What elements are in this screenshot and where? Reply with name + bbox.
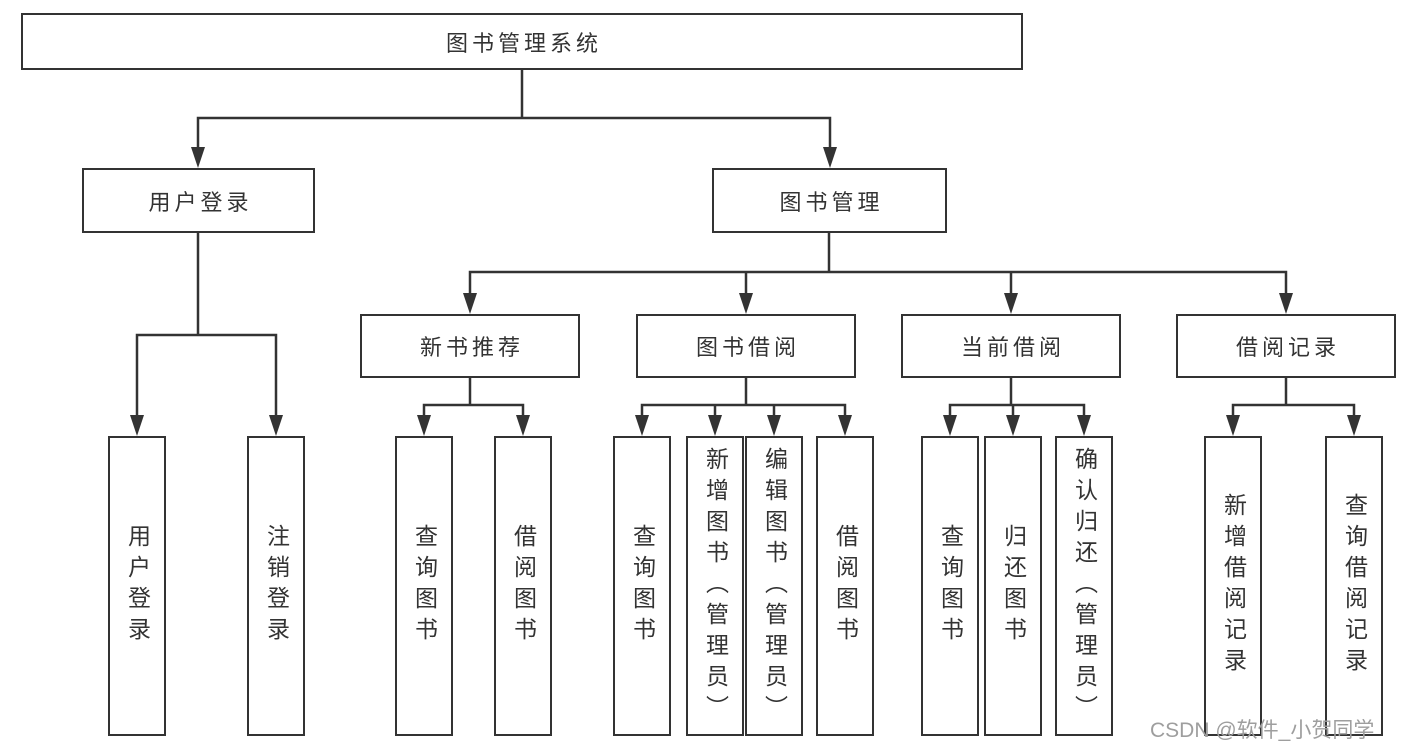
- leaf-user-login: 用户登录: [108, 436, 166, 736]
- csdn-watermark: CSDN @软件_小贺同学: [1150, 719, 1375, 742]
- leaf-label: 查询图书: [411, 524, 438, 648]
- node-label: 图书管理系统: [445, 30, 602, 56]
- node-root-system: 图书管理系统: [21, 13, 1023, 70]
- connector: [463, 231, 1293, 314]
- node-borrow-records: 借阅记录: [1176, 314, 1396, 378]
- leaf-label: 注销登录: [263, 524, 290, 648]
- node-label: 借阅记录: [1235, 335, 1340, 360]
- leaf-label: 查询图书: [629, 524, 656, 648]
- leaf-label: 归还图书: [1000, 524, 1027, 648]
- node-user-login-module: 用户登录: [82, 168, 315, 233]
- leaf-add-book-admin: 新增图书（管理员）: [686, 436, 744, 736]
- connector: [130, 231, 283, 436]
- leaf-label: 查询借阅记录: [1341, 493, 1368, 679]
- node-current-borrowing: 当前借阅: [901, 314, 1121, 378]
- connector: [1226, 376, 1361, 436]
- leaf-label: 新增图书（管理员）: [702, 446, 729, 726]
- connector: [417, 376, 530, 436]
- leaf-query-books-current: 查询图书: [921, 436, 979, 736]
- leaf-label: 借阅图书: [510, 524, 537, 648]
- node-book-management-module: 图书管理: [712, 168, 947, 233]
- leaf-label: 新增借阅记录: [1220, 493, 1247, 679]
- leaf-label: 确认归还（管理员）: [1071, 446, 1098, 726]
- leaf-confirm-return-admin: 确认归还（管理员）: [1055, 436, 1113, 736]
- node-book-borrowing: 图书借阅: [636, 314, 856, 378]
- node-label: 当前借阅: [960, 335, 1065, 360]
- leaf-label: 查询图书: [937, 524, 964, 648]
- node-new-book-recommend: 新书推荐: [360, 314, 580, 378]
- node-label: 图书借阅: [695, 335, 800, 360]
- node-label: 新书推荐: [419, 335, 524, 360]
- leaf-label: 用户登录: [124, 524, 151, 648]
- leaf-borrow-books-borrowing: 借阅图书: [816, 436, 874, 736]
- leaf-add-borrow-record: 新增借阅记录: [1204, 436, 1262, 736]
- leaf-label: 编辑图书（管理员）: [761, 446, 788, 726]
- node-label: 用户登录: [148, 189, 253, 215]
- leaf-logout: 注销登录: [247, 436, 305, 736]
- connector: [191, 68, 837, 168]
- leaf-edit-book-admin: 编辑图书（管理员）: [745, 436, 803, 736]
- leaf-query-borrow-record: 查询借阅记录: [1325, 436, 1383, 736]
- connector: [635, 376, 852, 436]
- leaf-query-books-borrowing: 查询图书: [613, 436, 671, 736]
- leaf-borrow-books-recommend: 借阅图书: [494, 436, 552, 736]
- node-label: 图书管理: [779, 189, 884, 215]
- leaf-return-book: 归还图书: [984, 436, 1042, 736]
- leaf-label: 借阅图书: [832, 524, 859, 648]
- leaf-query-books-recommend: 查询图书: [395, 436, 453, 736]
- connector: [943, 376, 1091, 436]
